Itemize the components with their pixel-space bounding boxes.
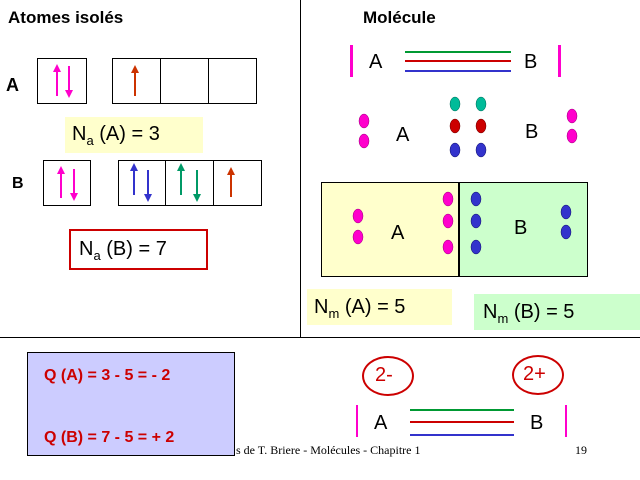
atom-a-box-p-divider-1 bbox=[160, 58, 161, 104]
bond-bracket-right bbox=[558, 45, 561, 77]
bottom-bond-label-b: B bbox=[530, 412, 544, 434]
bottom-bond-red bbox=[410, 421, 514, 423]
dots-label-a: A bbox=[396, 124, 410, 146]
nm-b-equation: Nm (B) = 5 bbox=[483, 301, 575, 326]
bottom-bond-label-a: A bbox=[374, 412, 388, 434]
electron-dot bbox=[358, 133, 370, 149]
bottom-bond-bracket-right bbox=[565, 405, 567, 437]
box-label-b: B bbox=[514, 217, 528, 239]
charge-b-formula: Q (B) = 7 - 5 = + 2 bbox=[44, 429, 175, 446]
triple-bond-green bbox=[405, 51, 511, 53]
molecule-title: Molécule bbox=[363, 8, 436, 27]
bond-label-b: B bbox=[524, 51, 538, 73]
electron-dot bbox=[470, 191, 482, 207]
bottom-bond-bracket-left bbox=[356, 405, 358, 437]
electron-dot bbox=[470, 239, 482, 255]
electron-dot bbox=[449, 96, 461, 112]
nm-a-label-bg bbox=[307, 289, 452, 325]
atom-a-box-s bbox=[37, 58, 87, 104]
electron-dot bbox=[352, 208, 364, 224]
electron-dot bbox=[449, 118, 461, 134]
na-b-label-box bbox=[69, 229, 208, 270]
electron-dot bbox=[442, 239, 454, 255]
electron-dot bbox=[442, 191, 454, 207]
page-number: 19 bbox=[575, 443, 587, 457]
atom-b-box-p-divider-1 bbox=[165, 160, 166, 206]
electron-dot bbox=[560, 204, 572, 220]
charge-a-ellipse bbox=[362, 356, 414, 396]
atom-a-label: A bbox=[6, 75, 19, 95]
nm-a-equation: Nm (A) = 5 bbox=[314, 296, 406, 321]
charge-a-value: 2- bbox=[375, 364, 393, 386]
electron-dot bbox=[566, 128, 578, 144]
charge-b-ellipse bbox=[512, 355, 564, 395]
molecule-box-divider bbox=[458, 182, 460, 277]
electron-dot bbox=[352, 229, 364, 245]
dots-label-b: B bbox=[525, 121, 539, 143]
electron-dot bbox=[475, 142, 487, 158]
bottom-bond-blue bbox=[410, 434, 514, 436]
atom-b-label: B bbox=[12, 175, 24, 192]
electron-dot bbox=[475, 96, 487, 112]
charge-a-formula: Q (A) = 3 - 5 = - 2 bbox=[44, 367, 171, 384]
na-b-equation: Na (B) = 7 bbox=[79, 238, 167, 263]
na-a-equation: Na (A) = 3 bbox=[72, 123, 160, 148]
na-a-label-bg bbox=[65, 117, 203, 153]
charge-b-value: 2+ bbox=[523, 363, 546, 385]
bottom-bond-green bbox=[410, 409, 514, 411]
nm-b-label-bg bbox=[474, 294, 640, 330]
charge-calc-box bbox=[27, 352, 235, 456]
electron-dot bbox=[358, 113, 370, 129]
electron-dot bbox=[560, 224, 572, 240]
electron-dot bbox=[475, 118, 487, 134]
electron-dot bbox=[442, 213, 454, 229]
footer-text: s de T. Briere - Molécules - Chapitre 1 bbox=[236, 443, 421, 457]
atom-b-box-p bbox=[118, 160, 262, 206]
electron-dot bbox=[470, 213, 482, 229]
atom-a-box-p-divider-2 bbox=[208, 58, 209, 104]
atom-b-box-p-divider-2 bbox=[213, 160, 214, 206]
electron-dot bbox=[449, 142, 461, 158]
molecule-box-a bbox=[321, 182, 459, 277]
box-label-a: A bbox=[391, 222, 405, 244]
horizontal-divider bbox=[0, 337, 640, 338]
bond-bracket-left bbox=[350, 45, 353, 77]
bond-label-a: A bbox=[369, 51, 383, 73]
triple-bond-red bbox=[405, 60, 511, 62]
triple-bond-blue bbox=[405, 70, 511, 72]
atom-b-box-s bbox=[43, 160, 91, 206]
electron-dot bbox=[566, 108, 578, 124]
vertical-divider bbox=[300, 0, 301, 337]
isolated-atoms-title: Atomes isolés bbox=[8, 8, 124, 27]
